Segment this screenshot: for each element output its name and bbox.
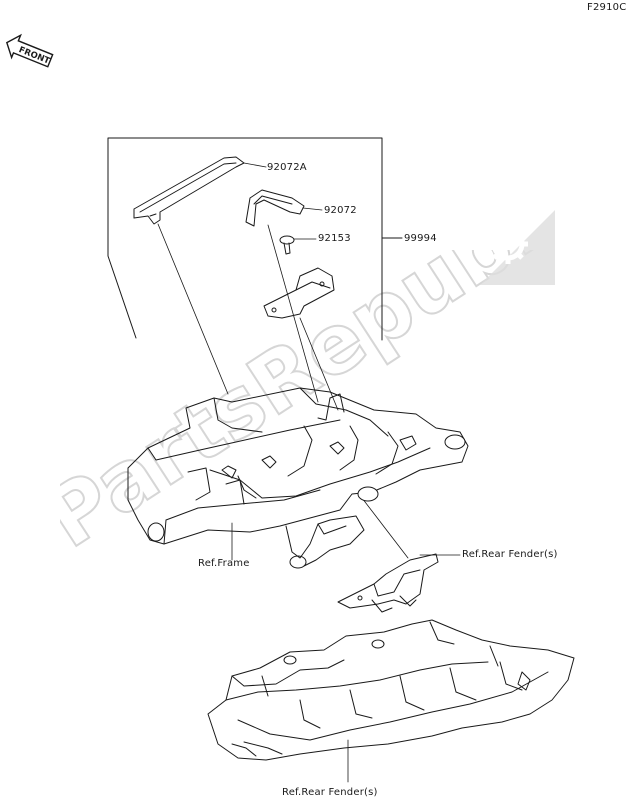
callout-99994[interactable]: 99994: [404, 233, 437, 244]
callout-92153[interactable]: 92153: [318, 233, 351, 244]
callout-ref-frame[interactable]: Ref.Frame: [198, 558, 250, 569]
watermark-gear-icon: [480, 210, 555, 285]
part-92072a-strap: [133, 156, 245, 225]
rear-fender-small: [337, 553, 439, 613]
callout-ref-rear-fender-lower[interactable]: Ref.Rear Fender(s): [282, 787, 378, 798]
leader-lines: [157, 162, 461, 783]
part-small-bracket: [263, 267, 335, 319]
part-92072-strap: [245, 189, 305, 227]
kit-bracket-99994: [107, 137, 403, 341]
rear-fender-large: [207, 619, 575, 761]
frame-assembly: [127, 387, 469, 569]
part-92153-bolt: [279, 235, 295, 255]
front-arrow-icon: FRONT: [5, 33, 54, 68]
callout-ref-rear-fender-upper[interactable]: Ref.Rear Fender(s): [462, 549, 558, 560]
callout-92072[interactable]: 92072: [324, 205, 357, 216]
figure-code: F2910C: [587, 2, 626, 13]
callout-92072a[interactable]: 92072A: [267, 162, 307, 173]
